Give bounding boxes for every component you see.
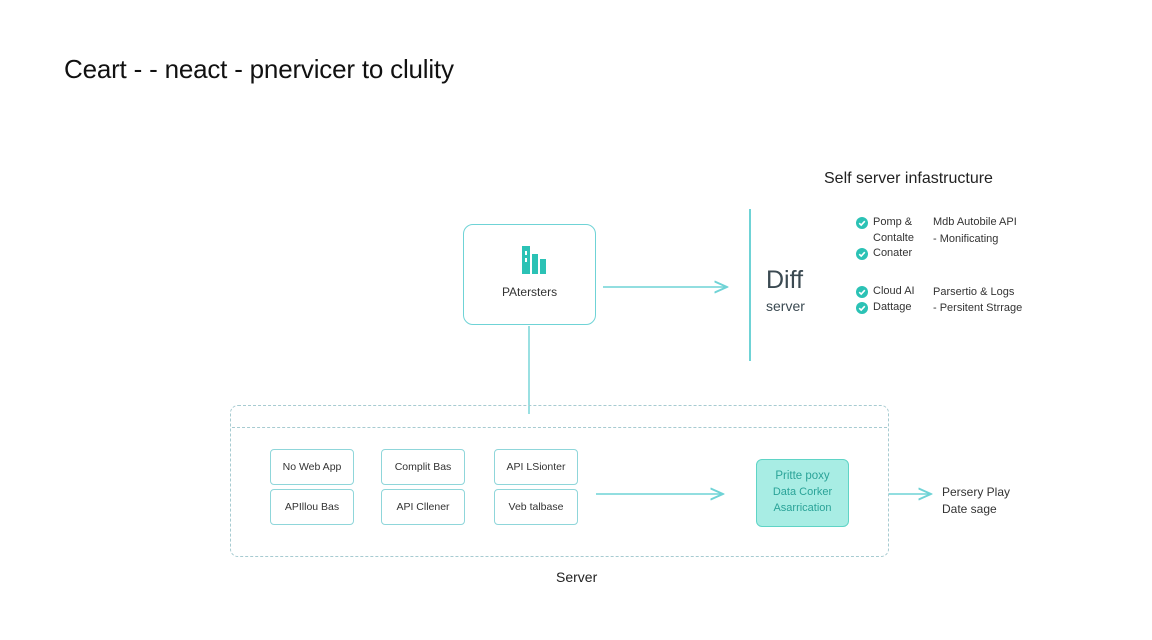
server-bars-icon <box>522 246 546 274</box>
main-node: PAtersters <box>463 224 596 325</box>
feature-right-2: - Monificating <box>933 233 999 245</box>
check-icon <box>856 302 868 314</box>
server-label: Server <box>556 569 598 585</box>
page-title: Ceart - - neact - pnervicer to clulity <box>64 54 454 84</box>
service-box-4: APIllou Bas <box>270 489 354 525</box>
main-node-label: PAtersters <box>501 285 558 299</box>
check-icon <box>856 286 868 298</box>
service-box-2: Complit Bas <box>381 449 465 485</box>
feature-left-4: Cloud AI <box>873 285 915 297</box>
service-box-5: API Cllener <box>381 489 465 525</box>
feature-left-2: Contalte <box>873 232 914 244</box>
feature-right-3: Parsertio & Logs <box>933 286 1015 298</box>
server-container <box>230 405 889 557</box>
storage-label: Persery Play Date sage <box>942 484 1010 518</box>
proxy-line-3: Asarrication <box>773 502 832 514</box>
feature-right-1: Mdb Autobile API <box>933 216 1017 228</box>
service-box-6: Veb talbase <box>494 489 578 525</box>
check-icon <box>856 248 868 260</box>
proxy-node: Pritte poxy Data Corker Asarrication <box>756 459 849 527</box>
feature-left-3: Conater <box>873 247 913 259</box>
proxy-line-1: Pritte poxy <box>775 470 830 482</box>
service-box-1: No Web App <box>270 449 354 485</box>
storage-line-2: Date sage <box>942 502 997 516</box>
server-header-divider <box>232 427 887 428</box>
feature-right-4: - Persitent Strrage <box>933 302 1023 314</box>
diff-title: Diff <box>766 266 804 294</box>
storage-line-1: Persery Play <box>942 485 1011 499</box>
proxy-line-2: Data Corker <box>772 486 833 498</box>
service-box-3: API LSionter <box>494 449 578 485</box>
feature-left-1: Pomp & <box>873 216 913 228</box>
divider-line <box>749 209 751 361</box>
feature-left-5: Dattage <box>873 301 912 313</box>
infrastructure-title: Self server infastructure <box>824 170 993 187</box>
check-icon <box>856 217 868 229</box>
diff-subtitle: server <box>766 298 805 314</box>
